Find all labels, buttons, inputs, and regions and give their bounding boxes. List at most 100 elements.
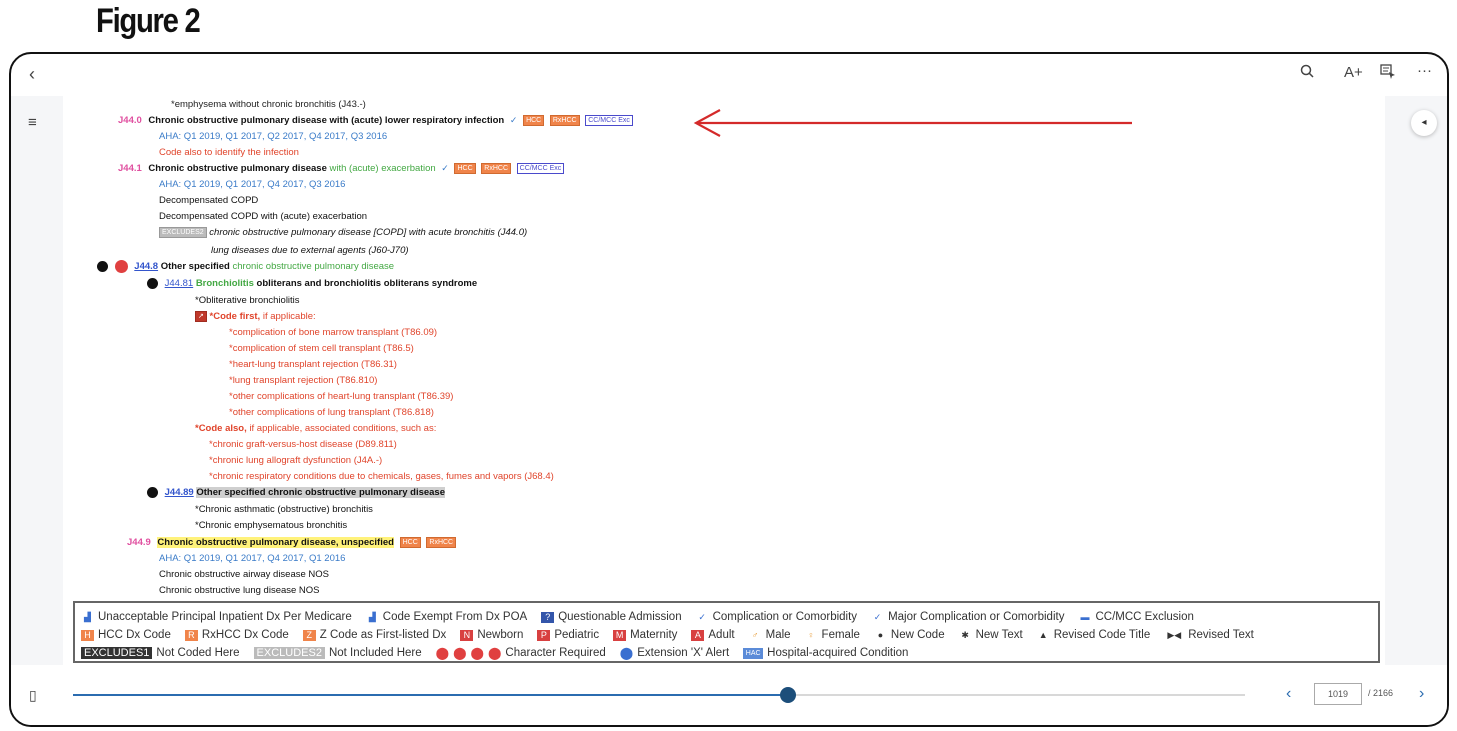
code-first-item[interactable]: *complication of stem cell transplant (T… bbox=[229, 343, 414, 354]
bookmark-icon[interactable]: ▯ bbox=[29, 687, 37, 703]
code-also-item[interactable]: *chronic lung allograft dysfunction (J4A… bbox=[209, 455, 383, 466]
inclusion-term: *Chronic emphysematous bronchitis bbox=[195, 520, 348, 531]
left-gutter bbox=[11, 96, 63, 666]
new-code-icon bbox=[147, 486, 158, 498]
code-first-item[interactable]: *complication of bone marrow transplant … bbox=[229, 327, 438, 338]
code-title-link[interactable]: with (acute) exacerbation bbox=[329, 163, 436, 174]
code-first-item[interactable]: *heart-lung transplant rejection (T86.31… bbox=[229, 359, 397, 370]
aha-reference[interactable]: AHA: Q1 2019, Q1 2017, Q4 2017, Q1 2016 bbox=[159, 553, 346, 564]
code-number[interactable]: J44.89 bbox=[164, 487, 194, 498]
revised-text-icon: ▶◀ bbox=[1167, 629, 1182, 640]
previous-page-icon[interactable]: ‹ bbox=[1286, 685, 1292, 702]
rxhcc-icon: R bbox=[184, 629, 198, 641]
mcc-icon: ✓ bbox=[873, 611, 882, 622]
cc-icon: ✓ bbox=[698, 611, 706, 622]
legend-item: ▟Code Exempt From Dx POA bbox=[366, 611, 527, 623]
code-number[interactable]: J44.1 bbox=[118, 163, 142, 174]
annotation-arrow bbox=[693, 109, 1132, 137]
code-title-link[interactable]: Bronchiolitis bbox=[195, 278, 254, 289]
code-title-link[interactable]: chronic obstructive pulmonary disease bbox=[232, 261, 395, 273]
code-also-item[interactable]: *chronic respiratory conditions due to c… bbox=[209, 471, 554, 482]
excludes-text: lung diseases due to external agents (J6… bbox=[211, 245, 409, 256]
content-line: *emphysema without chronic bronchitis (J… bbox=[171, 99, 366, 110]
pediatric-icon: P bbox=[537, 629, 551, 641]
reader-window: ‹ A+ ··· ≡ ◂ *emphysema without chronic … bbox=[9, 52, 1449, 727]
maternity-icon: M bbox=[613, 629, 627, 641]
inclusion-term: Decompensated COPD with (acute) exacerba… bbox=[159, 211, 368, 222]
hcc-tag: HCC bbox=[454, 162, 476, 174]
rxhcc-tag: RxHCC bbox=[549, 114, 580, 126]
page-progress-slider[interactable] bbox=[73, 687, 1245, 703]
more-icon[interactable]: ··· bbox=[1417, 62, 1432, 79]
legend-item: ?Questionable Admission bbox=[541, 611, 682, 623]
next-page-icon[interactable]: › bbox=[1419, 685, 1425, 702]
legend-item: ⬤ ⬤ ⬤ ⬤ Character Required bbox=[435, 646, 606, 660]
adult-icon: A bbox=[691, 629, 705, 641]
code-also-item[interactable]: *chronic graft-versus-host disease (D89.… bbox=[209, 439, 397, 450]
legend-item: ♂Male bbox=[749, 629, 791, 641]
cc-mcc-exclusion-tag[interactable]: CC/MCC Exc bbox=[585, 114, 633, 126]
code-entry-j441: J44.1 Chronic obstructive pulmonary dise… bbox=[118, 162, 565, 175]
menu-icon[interactable]: ≡ bbox=[28, 114, 37, 131]
legend-item: ♀Female bbox=[805, 629, 860, 641]
code-title: Other specified bbox=[160, 261, 230, 273]
aha-reference[interactable]: AHA: Q1 2019, Q1 2017, Q2 2017, Q4 2017,… bbox=[159, 131, 388, 142]
code-entry-j449: J44.9 Chronic obstructive pulmonary dise… bbox=[127, 536, 457, 549]
4th-char-required-icon: ⬤ bbox=[435, 646, 450, 660]
instruction-text: if applicable: bbox=[262, 311, 316, 322]
legend-item: ●New Code bbox=[874, 629, 945, 641]
female-icon: ♀ bbox=[807, 629, 815, 640]
poa-exempt-icon: ▟ bbox=[368, 611, 376, 622]
7th-char-required-icon: ⬤ bbox=[487, 646, 502, 660]
code-number[interactable]: J44.9 bbox=[127, 537, 151, 548]
legend-item: ✓Complication or Comorbidity bbox=[696, 611, 857, 623]
code-number[interactable]: J44.0 bbox=[118, 115, 142, 126]
inclusion-term: *Chronic asthmatic (obstructive) bronchi… bbox=[195, 504, 373, 515]
cc-mcc-exclusion-tag[interactable]: CC/MCC Exc bbox=[516, 162, 565, 174]
code-entry-j4481: J44.81 Bronchiolitis obliterans and bron… bbox=[147, 277, 477, 290]
code-entry-j440: J44.0 Chronic obstructive pulmonary dise… bbox=[118, 114, 633, 127]
legend-item: ▶◀Revised Text bbox=[1164, 629, 1254, 641]
code-number[interactable]: J44.81 bbox=[164, 278, 194, 289]
questionable-admission-icon: ? bbox=[541, 611, 555, 623]
code-first-item[interactable]: *lung transplant rejection (T86.810) bbox=[229, 375, 378, 386]
rxhcc-tag: RxHCC bbox=[426, 536, 457, 548]
progress-fill bbox=[73, 694, 788, 696]
z-code-icon: Z bbox=[302, 629, 316, 641]
search-icon[interactable] bbox=[1300, 64, 1314, 82]
aha-reference[interactable]: AHA: Q1 2019, Q1 2017, Q4 2017, Q3 2016 bbox=[159, 179, 346, 190]
instruction-label: *Code also, bbox=[195, 423, 247, 434]
inclusion-term: Chronic obstructive airway disease NOS bbox=[159, 569, 330, 580]
character-required-icon bbox=[114, 260, 128, 273]
hcc-icon: H bbox=[81, 629, 94, 641]
collapse-panel-icon[interactable]: ◂ bbox=[1411, 110, 1437, 136]
excludes-text: chronic obstructive pulmonary disease [C… bbox=[209, 227, 528, 238]
newborn-icon: N bbox=[460, 629, 474, 641]
inclusion-term: *Obliterative bronchiolitis bbox=[195, 295, 300, 306]
excludes-note: EXCLUDES2 chronic obstructive pulmonary … bbox=[159, 226, 527, 239]
code-title: Chronic obstructive pulmonary disease wi… bbox=[148, 115, 505, 126]
hcc-tag: HCC bbox=[523, 114, 545, 126]
page-number-input[interactable]: 1019 bbox=[1314, 683, 1362, 705]
code-also-note: Code also to identify the infection bbox=[159, 147, 299, 158]
cc-icon: ✓ bbox=[441, 163, 449, 173]
code-first-item[interactable]: *other complications of heart-lung trans… bbox=[229, 391, 454, 402]
code-entry-j4489: J44.89 Other specified chronic obstructi… bbox=[147, 486, 445, 499]
code-number[interactable]: J44.8 bbox=[134, 261, 159, 273]
code-title: Chronic obstructive pulmonary disease bbox=[148, 163, 327, 174]
instruction-text: if applicable, associated conditions, su… bbox=[249, 423, 437, 434]
slider-thumb[interactable] bbox=[779, 687, 796, 703]
back-icon[interactable]: ‹ bbox=[29, 64, 35, 84]
select-text-icon[interactable] bbox=[1380, 64, 1396, 83]
code-first-item[interactable]: *other complications of lung transplant … bbox=[229, 407, 434, 418]
font-size-icon[interactable]: A+ bbox=[1344, 64, 1363, 81]
